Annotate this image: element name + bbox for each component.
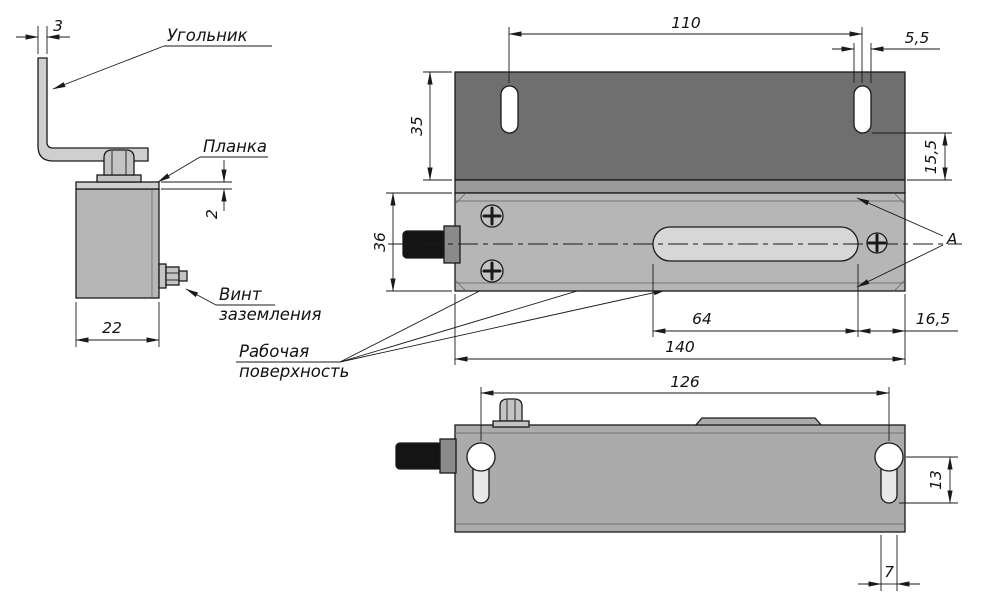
side-body bbox=[75, 188, 160, 299]
body-corner-chamfer-br bbox=[893, 279, 906, 292]
screw-top-right bbox=[866, 232, 888, 254]
mounting-bracket bbox=[454, 71, 906, 181]
screw-top-left-lower bbox=[480, 259, 504, 283]
body-corner-chamfer-bl bbox=[454, 279, 467, 292]
surface-mark-leader-bottom bbox=[856, 244, 944, 288]
bolt-head bbox=[103, 149, 135, 176]
svg-text:126: 126 bbox=[670, 373, 700, 391]
svg-text:16,5: 16,5 bbox=[916, 310, 951, 328]
ground-screw-tip bbox=[178, 270, 188, 282]
ground-screw-head bbox=[165, 266, 180, 286]
dim-window-offset: 16,5 bbox=[857, 294, 958, 337]
dim-bracket-height: 35 bbox=[408, 71, 452, 181]
hole-right bbox=[874, 442, 904, 472]
dim-hole-spacing: 126 bbox=[480, 373, 890, 441]
label-surface-mark: А bbox=[856, 197, 958, 288]
surface-mark-leader-top bbox=[856, 197, 944, 237]
dim-slot-width-bottom: 7 bbox=[858, 535, 920, 591]
dim-slot-spacing: 110 bbox=[508, 14, 863, 83]
svg-text:13: 13 bbox=[927, 470, 945, 490]
svg-text:22: 22 bbox=[102, 319, 122, 337]
svg-text:заземления: заземления bbox=[219, 305, 321, 324]
ground-screw-washer bbox=[158, 263, 167, 289]
body-corner-chamfer-tl bbox=[454, 192, 467, 205]
svg-text:110: 110 bbox=[671, 14, 701, 32]
svg-text:А: А bbox=[946, 230, 958, 248]
svg-text:Винт: Винт bbox=[219, 285, 262, 304]
sensor-body-front bbox=[454, 424, 906, 533]
hole-left bbox=[466, 442, 496, 472]
svg-text:Угольник: Угольник bbox=[167, 26, 248, 45]
cable-gland-front bbox=[439, 438, 457, 474]
svg-text:15,5: 15,5 bbox=[922, 140, 940, 175]
svg-text:Планка: Планка bbox=[203, 137, 267, 156]
dim-body-length: 140 bbox=[454, 294, 906, 365]
svg-text:поверхность: поверхность bbox=[239, 362, 349, 381]
clamp-plate bbox=[75, 181, 160, 190]
bracket-fold-band bbox=[454, 179, 906, 194]
screw-top-left-upper bbox=[480, 204, 504, 228]
front-view: 126 13 7 bbox=[395, 373, 958, 591]
svg-text:140: 140 bbox=[665, 338, 695, 356]
cable-gland-top bbox=[443, 225, 461, 264]
dim-angle-thickness: 3 bbox=[16, 17, 70, 54]
label-angle-bracket: Угольник bbox=[52, 26, 272, 90]
bolt-washer bbox=[96, 174, 142, 183]
dim-window-length: 64 bbox=[652, 264, 859, 337]
svg-text:3: 3 bbox=[53, 17, 63, 35]
cable-front bbox=[395, 442, 443, 470]
dim-slot-bottom-offset: 15,5 bbox=[872, 132, 952, 181]
top-view: 110 5,5 35 36 15,5 bbox=[371, 14, 962, 365]
svg-text:64: 64 bbox=[692, 310, 712, 328]
mount-slot-left bbox=[500, 85, 519, 134]
angle-bracket-profile bbox=[37, 57, 149, 162]
svg-text:5,5: 5,5 bbox=[905, 29, 930, 47]
front-bolt-washer bbox=[492, 420, 530, 428]
cable-top bbox=[402, 230, 447, 259]
working-surface-leader-bottom bbox=[339, 289, 667, 363]
label-ground-screw: Винт заземления bbox=[185, 285, 321, 324]
body-corner-chamfer-tr bbox=[893, 192, 906, 205]
mount-slot-right bbox=[853, 85, 872, 134]
label-plate: Планка bbox=[157, 137, 268, 183]
svg-text:2: 2 bbox=[203, 209, 221, 219]
dim-body-width: 36 bbox=[371, 192, 452, 292]
front-bolt-head bbox=[499, 398, 523, 422]
svg-text:35: 35 bbox=[408, 116, 426, 136]
side-view: 3 Угольник Планка 2 22 bbox=[16, 17, 705, 381]
svg-text:36: 36 bbox=[371, 232, 389, 252]
svg-text:7: 7 bbox=[884, 563, 894, 581]
dim-side-depth: 22 bbox=[75, 302, 160, 347]
dim-plate-thickness: 2 bbox=[161, 160, 232, 219]
dim-slot-width: 5,5 bbox=[832, 29, 940, 83]
dim-hole-slot-length: 13 bbox=[899, 456, 958, 504]
svg-text:Рабочая: Рабочая bbox=[239, 342, 309, 361]
